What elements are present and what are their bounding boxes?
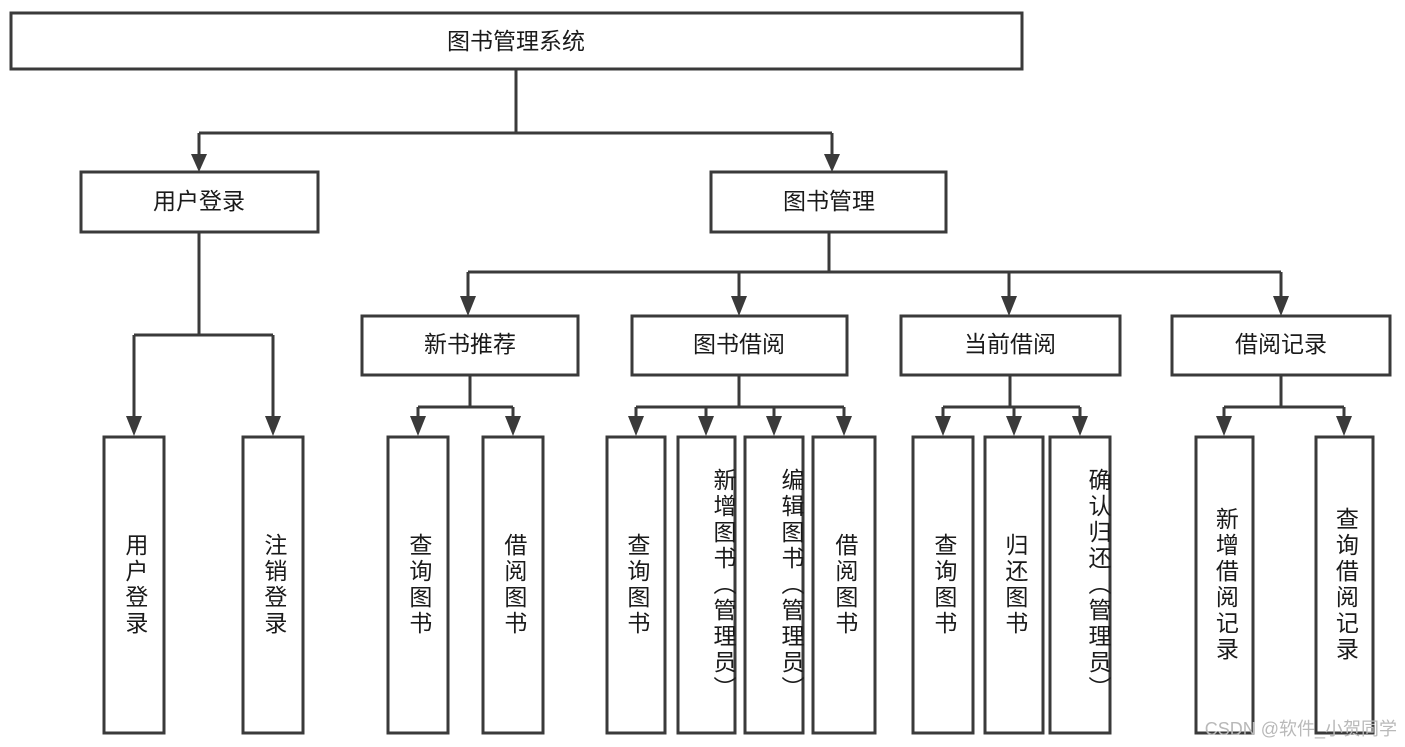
leaf-return-book-box[interactable] (983, 435, 1045, 735)
arrow-borrow-record (1273, 296, 1289, 316)
node-user-login[interactable]: 用户登录 (79, 170, 320, 234)
arrow-leaf-query-borrow-record (1336, 416, 1352, 436)
arrow-leaf-add-book (698, 416, 714, 436)
node-new-book-recommend-label: 新书推荐 (424, 331, 516, 357)
arrow-leaf-return-book (1006, 416, 1022, 436)
arrow-leaf-borrow-book-2 (836, 416, 852, 436)
arrow-leaf-borrow-book-1 (505, 416, 521, 436)
leaf-user-logout-box[interactable] (241, 435, 305, 735)
leaf-edit-book-box[interactable] (743, 435, 805, 735)
connector-current-borrow-to-leaves (935, 375, 1088, 436)
arrow-user-login (191, 154, 207, 172)
node-root[interactable]: 图书管理系统 (9, 11, 1024, 71)
arrow-leaf-query-book-3 (935, 416, 951, 436)
node-book-borrow-box[interactable] (630, 314, 849, 377)
arrow-leaf-query-book-1 (410, 416, 426, 436)
connector-book-manage-to-level3 (460, 232, 1289, 316)
leaf-add-borrow-record-box[interactable] (1194, 435, 1255, 735)
leaf-add-book-box[interactable] (676, 435, 737, 735)
arrow-leaf-confirm-return (1072, 416, 1088, 436)
arrow-leaf-user-logout (265, 416, 281, 436)
node-new-book-recommend-box[interactable] (360, 314, 580, 377)
node-current-borrow-label: 当前借阅 (964, 331, 1056, 357)
leaf-borrow-book-1-box[interactable] (481, 435, 545, 735)
node-borrow-record-box[interactable] (1170, 314, 1392, 377)
node-book-borrow[interactable]: 图书借阅 (630, 314, 849, 377)
node-borrow-record-label: 借阅记录 (1235, 331, 1327, 357)
arrow-leaf-user-login (126, 416, 142, 436)
node-book-manage[interactable]: 图书管理 (709, 170, 948, 234)
node-user-login-label: 用户登录 (153, 188, 245, 214)
leaf-borrow-book-2-box[interactable] (811, 435, 877, 735)
arrow-new-book-recommend (460, 296, 476, 316)
arrow-current-borrow (1001, 296, 1017, 316)
node-current-borrow[interactable]: 当前借阅 (899, 314, 1122, 377)
node-borrow-record[interactable]: 借阅记录 (1170, 314, 1392, 377)
node-new-book-recommend[interactable]: 新书推荐 (360, 314, 580, 377)
connector-book-borrow-to-leaves (628, 375, 852, 436)
connector-new-book-recommend-to-leaves (410, 375, 521, 436)
leaf-query-book-3-box[interactable] (911, 435, 975, 735)
arrow-leaf-edit-book (766, 416, 782, 436)
arrow-book-manage (824, 154, 840, 172)
leaf-user-login-box[interactable] (102, 435, 166, 735)
connector-root-to-level2 (191, 69, 840, 172)
node-current-borrow-box[interactable] (899, 314, 1122, 377)
connector-user-login-to-leaves (126, 232, 281, 436)
leaf-query-book-1-box[interactable] (386, 435, 450, 735)
node-root-box[interactable] (9, 11, 1024, 71)
connector-borrow-record-to-leaves (1216, 375, 1352, 436)
leaf-query-book-2-box[interactable] (605, 435, 667, 735)
node-book-manage-label: 图书管理 (783, 188, 875, 214)
node-root-label: 图书管理系统 (447, 28, 585, 54)
leaf-query-borrow-record-box[interactable] (1314, 435, 1375, 735)
leaf-confirm-return-box[interactable] (1048, 435, 1112, 735)
arrow-leaf-add-borrow-record (1216, 416, 1232, 436)
leaf-boxes (102, 435, 1375, 735)
arrow-book-borrow (731, 296, 747, 316)
csdn-watermark: CSDN @软件_小贺同学 (1204, 719, 1397, 739)
node-book-borrow-label: 图书借阅 (693, 331, 785, 357)
arrow-leaf-query-book-2 (628, 416, 644, 436)
node-book-manage-box[interactable] (709, 170, 948, 234)
